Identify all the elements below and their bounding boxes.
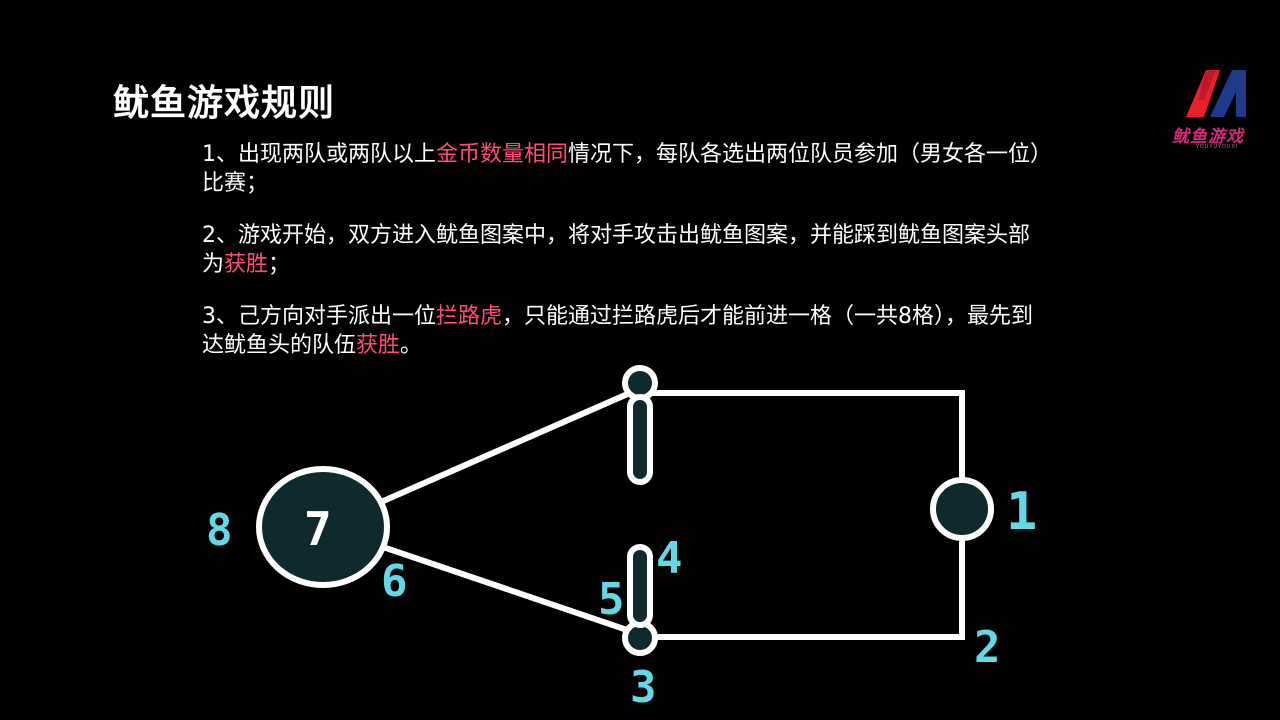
diagram-label-1: 1 (1006, 482, 1037, 542)
rule-text: 3、己方向对手派出一位 (202, 304, 436, 329)
rule-item-1: 1、出现两队或两队以上金币数量相同情况下，每队各选出两位队员参加（男女各一位）比… (202, 140, 1042, 198)
rule-text: 1、出现两队或两队以上 (202, 142, 436, 167)
rule-text: ，只能通过拦路虎后才能前进一格（一共8格），最先到达鱿鱼头的队伍 (202, 304, 1034, 358)
brand-logo-icon (1186, 70, 1246, 117)
rule-item-2: 2、游戏开始，双方进入鱿鱼图案中，将对手攻击出鱿鱼图案，并能踩到鱿鱼图案头部为获… (202, 221, 1042, 279)
rule-item-3: 3、己方向对手派出一位拦路虎，只能通过拦路虎后才能前进一格（一共8格），最先到达… (202, 302, 1042, 360)
slide-title: 鱿鱼游戏规则 (113, 83, 336, 124)
logo-text: 鱿鱼游戏 (1172, 127, 1244, 147)
diagram-label-5: 5 (598, 574, 625, 625)
rules-list: 1、出现两队或两队以上金币数量相同情况下，每队各选出两位队员参加（男女各一位）比… (202, 140, 1042, 383)
diagram-line-right-box (639, 390, 965, 640)
diagram-label-6: 6 (381, 556, 408, 607)
rule-highlight: 获胜 (356, 333, 401, 358)
rule-text: 情况下，每队各选出两位队员参加（男女各一位）比赛； (202, 142, 1042, 196)
bottom-gate-bar (627, 544, 653, 628)
logo-subtext: YOUYUYOUXI (1196, 144, 1239, 150)
rule-highlight: 拦路虎 (436, 304, 503, 329)
rule-text: 2、游戏开始，双方进入鱿鱼图案中，将对手攻击出鱿鱼图案，并能踩到鱿鱼图案头部为 (202, 223, 1030, 277)
rule-text: 。 (400, 333, 423, 358)
squid-head-circle (256, 466, 390, 588)
diagram-label-3: 3 (630, 662, 657, 713)
diagram-label-8: 8 (206, 505, 233, 556)
diagram-label-4: 4 (656, 533, 683, 584)
top-gate-bar (627, 394, 653, 485)
top-node-circle (622, 365, 658, 401)
rule-highlight: 获胜 (224, 252, 269, 277)
start-circle (930, 477, 994, 541)
rule-text: ； (268, 252, 291, 277)
rule-highlight: 金币数量相同 (436, 142, 569, 167)
diagram-label-7: 7 (304, 502, 332, 556)
diagram-label-2: 2 (974, 622, 1001, 673)
